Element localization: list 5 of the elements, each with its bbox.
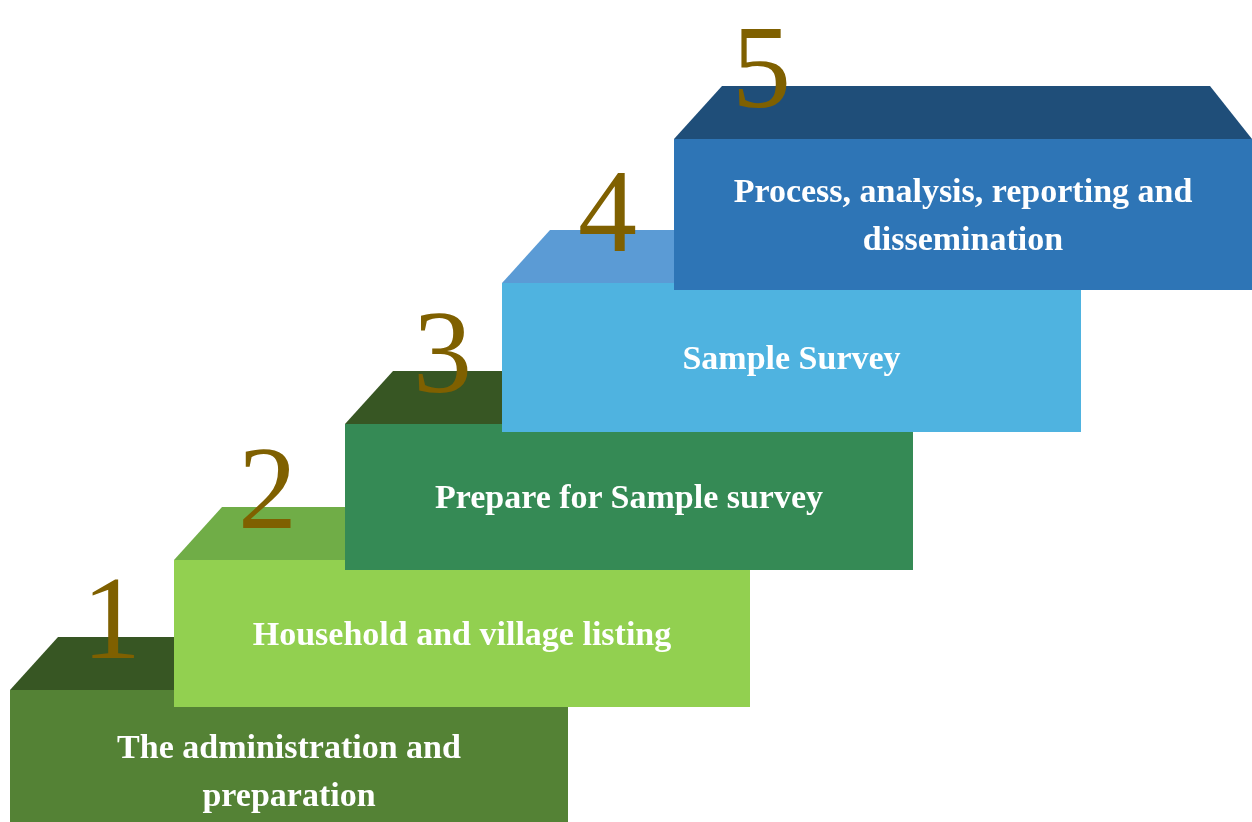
step-label: Process, analysis, reporting and dissemination [732, 170, 1194, 259]
step-label: Sample Survey [682, 337, 901, 378]
step-label: The administration and preparation [116, 727, 462, 815]
step-label: Prepare for Sample survey [434, 477, 824, 518]
step-label: Household and village listing [252, 613, 672, 654]
